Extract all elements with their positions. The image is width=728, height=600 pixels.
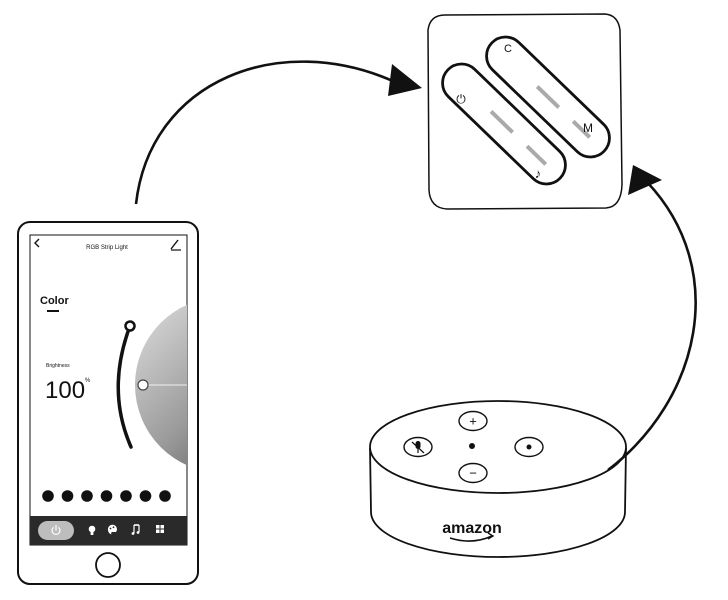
preset-color-dot[interactable]: [159, 490, 171, 502]
preset-color-dot[interactable]: [139, 490, 152, 502]
preset-dots: [42, 490, 171, 502]
grid-icon[interactable]: [156, 525, 164, 533]
remote-pill-right[interactable]: [479, 29, 618, 165]
power-icon[interactable]: [51, 525, 61, 536]
action-icon: [526, 444, 532, 450]
speaker-top: [369, 400, 627, 494]
arrowhead-to-remote-2: [628, 165, 662, 195]
brightness-unit: %: [85, 378, 91, 384]
amazon-smile: [449, 535, 493, 542]
remote-pill-left[interactable]: [435, 56, 574, 192]
home-button[interactable]: [95, 552, 121, 578]
remote-music-icon[interactable]: ♪: [535, 166, 542, 181]
screen-title: RGB Strip Light: [86, 245, 128, 251]
wheel-picker-handle[interactable]: [137, 379, 149, 391]
smart-speaker: + − amazon: [369, 400, 627, 558]
back-arrow-icon[interactable]: [34, 238, 40, 248]
preset-color-dot[interactable]: [100, 490, 113, 502]
mode-label: Color: [40, 295, 69, 307]
arrow-phone-to-remote: [134, 60, 396, 205]
preset-color-dot[interactable]: [81, 490, 93, 502]
remote-power-icon[interactable]: ⏻: [456, 92, 466, 106]
center-light: [469, 443, 475, 449]
remote-color-cycle-icon[interactable]: C: [504, 43, 512, 55]
remote-body: [427, 13, 623, 210]
music-icon[interactable]: [131, 524, 140, 535]
remote-mode-icon[interactable]: M: [583, 121, 593, 135]
amazon-smile-arrow: [487, 532, 495, 540]
mic-off-icon: [411, 441, 425, 454]
wall-remote: ⏻ C M ♪: [427, 13, 623, 210]
preset-color-dot[interactable]: [120, 490, 132, 502]
plus-icon: +: [469, 414, 477, 429]
amazon-logo: amazon: [442, 520, 502, 537]
volume-up-button[interactable]: [458, 410, 488, 432]
minus-icon: −: [469, 466, 477, 481]
preset-color-dot[interactable]: [61, 490, 74, 502]
brightness-knob[interactable]: [124, 320, 136, 332]
edit-icon[interactable]: [170, 239, 181, 251]
arrow-speaker-to-remote: [607, 181, 697, 472]
brightness-arc-slider[interactable]: [116, 324, 133, 449]
palette-icon[interactable]: [107, 524, 117, 535]
arrowhead-to-remote: [388, 64, 422, 96]
volume-down-button[interactable]: [458, 462, 488, 484]
brightness-value: 100: [45, 377, 85, 404]
bulb-icon[interactable]: [88, 525, 96, 535]
preset-color-dot[interactable]: [42, 490, 54, 502]
smartphone: RGB Strip Light Color Brightness 100 %: [17, 221, 199, 585]
brightness-label: Brightness: [46, 363, 70, 369]
